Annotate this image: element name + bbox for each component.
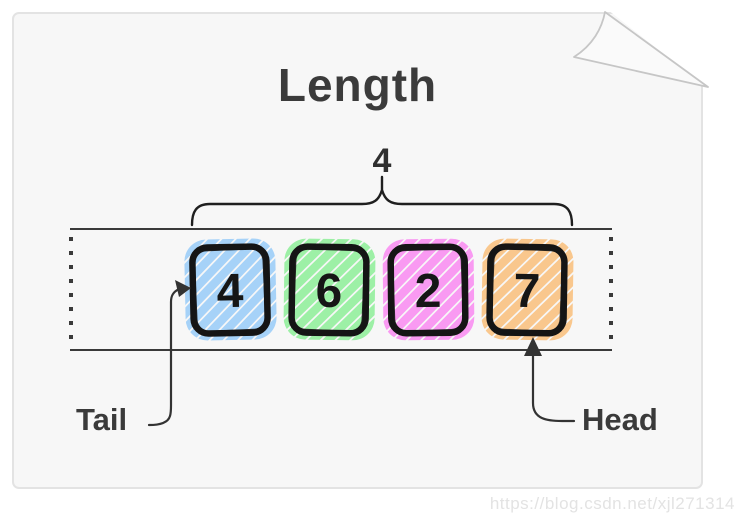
buffer-cell-7: 7 [480,236,578,343]
dotted-edge-left [69,237,73,342]
length-value: 4 [372,142,392,180]
page-curl-icon [573,6,742,102]
dotted-edge-right [609,237,613,342]
watermark: https://blog.csdn.net/xjl271314 [489,494,735,513]
buffer-cell-4: 4 [183,236,281,344]
tail-label: Tail [76,402,128,437]
cell-value: 6 [315,265,342,318]
cell-value: 7 [513,265,541,318]
cells-row: 4 6 2 7 [183,236,584,344]
head-label: Head [582,402,658,437]
buffer-cell-6: 6 [282,236,379,343]
cell-value: 2 [414,265,441,318]
buffer-container [69,228,613,351]
buffer-cell-2: 2 [381,237,478,344]
cell-value: 4 [216,265,244,319]
page-title: Length [277,59,438,111]
